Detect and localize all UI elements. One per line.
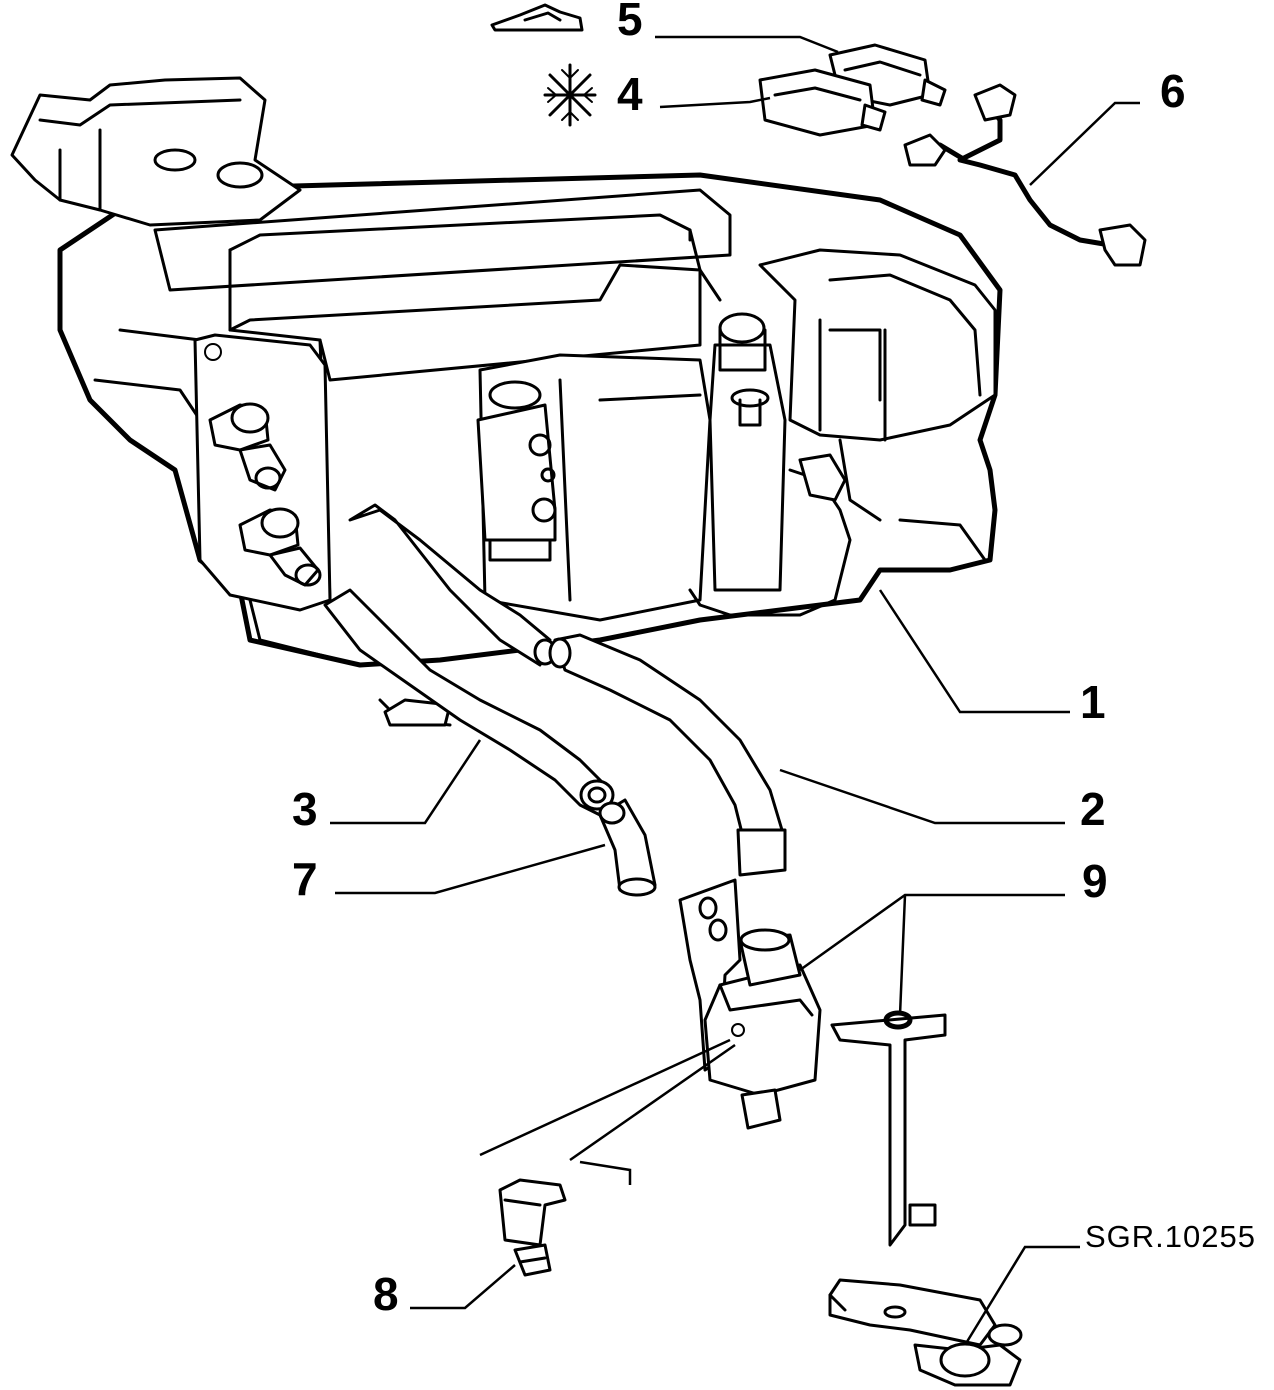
heater-unit-housing <box>10 76 1003 727</box>
snowflake-icon <box>543 63 597 127</box>
leader-lines <box>330 35 1140 1346</box>
callout-2: 2 <box>1080 783 1106 835</box>
pipe-stub-upper <box>208 402 287 492</box>
water-valve <box>678 878 822 1130</box>
clip-8-lower <box>513 1243 552 1277</box>
callout-4: 4 <box>617 68 643 120</box>
callout-3: 3 <box>292 783 318 835</box>
callout-9: 9 <box>1082 855 1108 907</box>
hose-2 <box>548 633 787 877</box>
relay-4 <box>758 68 887 137</box>
clip-8-upper <box>498 1178 567 1247</box>
callout-6: 6 <box>1160 65 1186 117</box>
mounting-bracket-detail <box>828 1278 1023 1387</box>
bracket-9 <box>830 1010 947 1247</box>
elbow-7 <box>598 798 657 897</box>
car-silhouette-icon <box>490 3 584 32</box>
callout-8: 8 <box>373 1268 399 1320</box>
wiring-harness-6 <box>903 83 1147 267</box>
callout-5: 5 <box>617 0 643 45</box>
reference-code: SGR.10255 <box>1085 1219 1256 1254</box>
pipe-stub-lower <box>238 507 322 587</box>
callout-1: 1 <box>1080 676 1106 728</box>
hose-3 <box>323 503 615 817</box>
callout-7: 7 <box>292 853 318 905</box>
